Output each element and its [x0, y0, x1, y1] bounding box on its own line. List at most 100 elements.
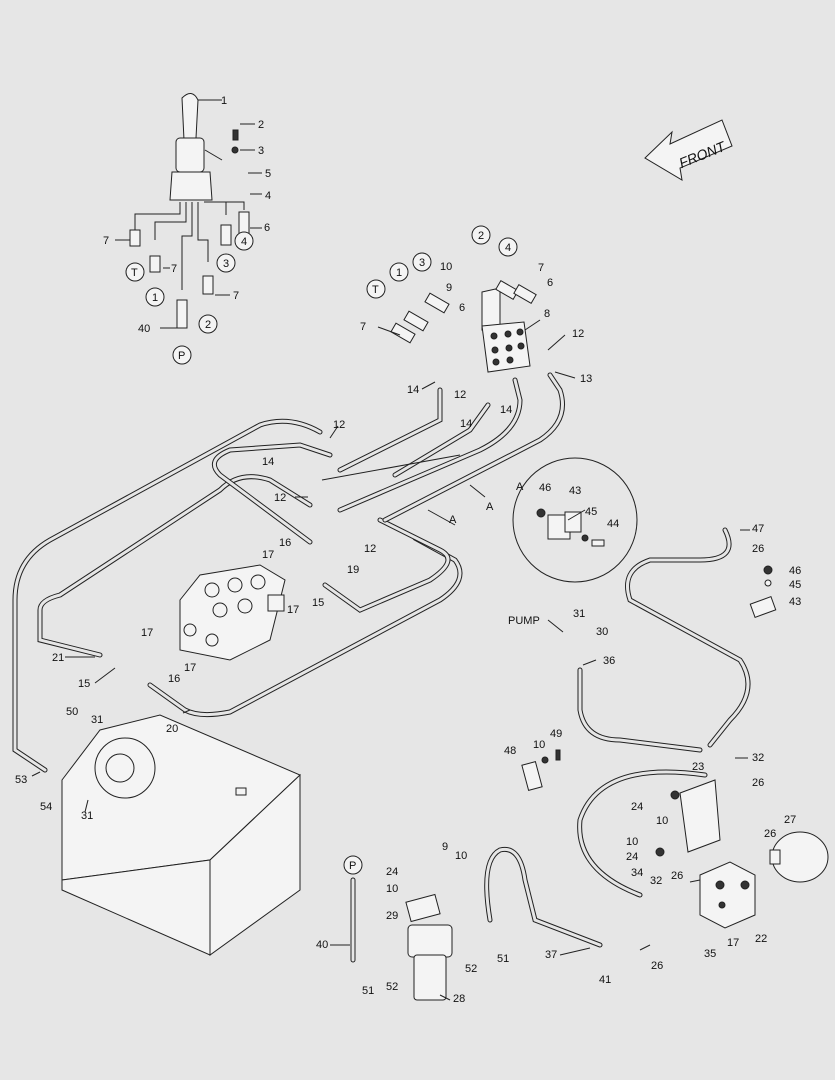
callout-9-a: 9: [446, 282, 452, 294]
callout-26-e: 26: [651, 960, 663, 972]
callout-A-b: A: [486, 501, 494, 513]
valve-block-22: [699, 861, 756, 929]
callout-7-a: 7: [103, 235, 109, 247]
callout-10-d: 10: [626, 836, 638, 848]
callout-12-a: 12: [572, 328, 584, 340]
callout-47: 47: [752, 523, 764, 535]
callout-15-b: 15: [78, 678, 90, 690]
callout-32-b: 32: [650, 875, 662, 887]
callout-51-a: 51: [497, 953, 509, 965]
callout-14-b: 14: [500, 404, 512, 416]
callout-9-b: 9: [442, 841, 448, 853]
callout-20: 20: [166, 723, 178, 735]
circled-markers: T 1 P 2 3 4 T 1 3 2 4 P: [125, 225, 518, 875]
callout-28: 28: [453, 993, 465, 1005]
callout-21: 21: [52, 652, 64, 664]
callout-44: 44: [607, 518, 619, 530]
callout-30: 30: [596, 626, 608, 638]
callout-14-d: 14: [262, 456, 274, 468]
callout-6-c: 6: [547, 277, 553, 289]
bracket-23: [655, 779, 721, 857]
callout-6-a: 6: [264, 222, 270, 234]
callout-24-c: 24: [386, 866, 398, 878]
callout-52-a: 52: [465, 963, 477, 975]
callout-4: 4: [265, 190, 271, 202]
leader-lines: [31, 99, 750, 1001]
callout-12-c: 12: [333, 419, 345, 431]
callout-10-b: 10: [533, 739, 545, 751]
marker-1-left: 1: [152, 292, 158, 304]
callout-1: 1: [221, 95, 227, 107]
callout-14-a: 14: [407, 384, 419, 396]
callout-40-a: 40: [138, 323, 150, 335]
callout-15-a: 15: [312, 597, 324, 609]
callout-7-c: 7: [233, 290, 239, 302]
callout-17-a: 17: [262, 549, 274, 561]
callout-16-a: 16: [279, 537, 291, 549]
callout-26-a: 26: [752, 543, 764, 555]
callout-16-b: 16: [168, 673, 180, 685]
callout-14-c: 14: [460, 418, 472, 430]
marker-T-left: T: [131, 267, 138, 279]
callout-5: 5: [265, 168, 271, 180]
joystick-lines: [129, 201, 250, 329]
marker-T-right: T: [372, 284, 379, 296]
callout-3-a: 3: [258, 145, 264, 157]
callout-24-a: 24: [631, 801, 643, 813]
callout-31-a: 31: [91, 714, 103, 726]
callout-19: 19: [347, 564, 359, 576]
marker-P-bottom: P: [349, 860, 356, 872]
callout-23: 23: [692, 761, 704, 773]
callout-36: 36: [603, 655, 615, 667]
callout-13: 13: [580, 373, 592, 385]
marker-1-right: 1: [396, 267, 402, 279]
callout-48: 48: [504, 745, 516, 757]
callout-51-b: 51: [362, 985, 374, 997]
marker-4-left: 4: [241, 236, 247, 248]
callout-26-b: 26: [752, 777, 764, 789]
callout-12-e: 12: [364, 543, 376, 555]
callout-41: 41: [599, 974, 611, 986]
callout-6-b: 6: [459, 302, 465, 314]
callout-52-b: 52: [386, 981, 398, 993]
bracket-48: [521, 749, 561, 791]
manifold-fittings: [390, 279, 537, 344]
callout-22: 22: [755, 933, 767, 945]
callout-17-e: 17: [727, 937, 739, 949]
accumulator-27: [769, 831, 829, 883]
callout-10-e: 10: [455, 850, 467, 862]
callout-49: 49: [550, 728, 562, 740]
callout-10-f: 10: [386, 883, 398, 895]
callout-26-d: 26: [671, 870, 683, 882]
callout-53: 53: [15, 774, 27, 786]
callout-35: 35: [704, 948, 716, 960]
callout-7-d: 7: [538, 262, 544, 274]
callout-7-b: 7: [171, 263, 177, 275]
callout-34: 34: [631, 867, 643, 879]
hoses: [12, 372, 751, 963]
callout-A-a: A: [516, 481, 524, 493]
callout-17-b: 17: [287, 604, 299, 616]
callout-17-d: 17: [184, 662, 196, 674]
callout-40-b: 40: [316, 939, 328, 951]
callout-10-c: 10: [656, 815, 668, 827]
callout-32-a: 32: [752, 752, 764, 764]
front-arrow: FRONT: [644, 119, 733, 181]
pump-label: PUMP: [508, 615, 540, 627]
marker-3-right: 3: [419, 257, 425, 269]
callout-10-a: 10: [440, 261, 452, 273]
callout-7-e: 7: [360, 321, 366, 333]
callout-43-b: 43: [789, 596, 801, 608]
callout-50: 50: [66, 706, 78, 718]
callout-A-c: A: [449, 514, 457, 526]
marker-P-left: P: [178, 350, 185, 362]
detail-circle: [512, 457, 638, 583]
callout-43-a: 43: [569, 485, 581, 497]
callout-12-d: 12: [274, 492, 286, 504]
callout-29: 29: [386, 910, 398, 922]
callout-24-b: 24: [626, 851, 638, 863]
callout-31-b: 31: [81, 810, 93, 822]
callout-46-a: 46: [539, 482, 551, 494]
callout-8: 8: [544, 308, 550, 320]
